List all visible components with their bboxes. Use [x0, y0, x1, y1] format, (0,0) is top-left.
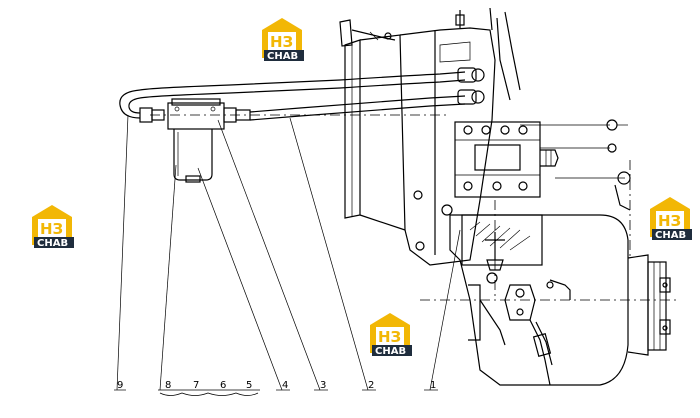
hydraulic-filter	[167, 98, 225, 183]
svg-text:CHAB: CHAB	[267, 51, 298, 62]
callout-6: 6	[220, 380, 226, 391]
callout-2: 2	[368, 380, 374, 391]
watermark-logo: НЗ CHAB	[262, 18, 304, 62]
svg-text:НЗ: НЗ	[40, 220, 63, 238]
leader-lines	[114, 114, 461, 396]
callout-9: 9	[117, 380, 123, 391]
center-lines	[150, 114, 680, 301]
control-linkage	[520, 119, 631, 211]
callout-3: 3	[320, 380, 326, 391]
svg-text:CHAB: CHAB	[375, 346, 406, 357]
hose-assembly	[119, 67, 485, 123]
pump-housing	[339, 7, 521, 266]
watermark-logo: НЗ CHAB	[32, 205, 74, 249]
svg-text:НЗ: НЗ	[658, 212, 681, 230]
svg-text:CHAB: CHAB	[37, 238, 68, 249]
svg-text:CHAB: CHAB	[655, 230, 686, 241]
svg-text:НЗ: НЗ	[270, 33, 293, 51]
flange-plate	[344, 34, 406, 231]
valve-block	[454, 121, 559, 198]
svg-text:НЗ: НЗ	[378, 328, 401, 346]
callout-1: 1	[430, 380, 436, 391]
callout-4: 4	[282, 380, 288, 391]
callout-7: 7	[193, 380, 199, 391]
watermark-logo: НЗ CHAB	[650, 197, 692, 241]
watermark-logo: НЗ CHAB	[370, 313, 412, 357]
callout-labels: 9 8 7 6 5 4 3 2 1	[117, 380, 436, 391]
callout-8: 8	[165, 380, 171, 391]
gearbox-body	[449, 214, 671, 386]
callout-5: 5	[246, 380, 252, 391]
